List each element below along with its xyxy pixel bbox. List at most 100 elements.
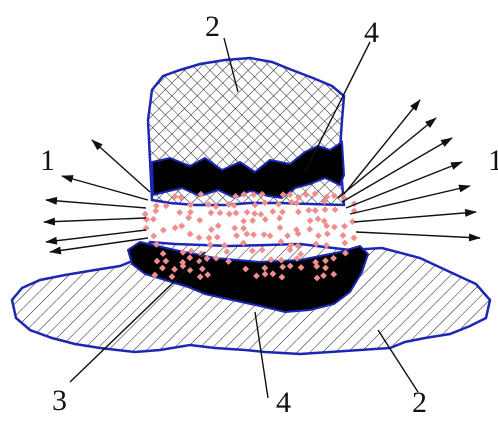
- particle: [177, 194, 185, 201]
- particle: [240, 225, 247, 232]
- particle: [251, 210, 259, 218]
- particle: [305, 206, 313, 214]
- particle: [323, 222, 330, 230]
- particle: [294, 208, 302, 216]
- particle: [221, 241, 228, 249]
- particle: [203, 255, 211, 262]
- particle: [288, 198, 296, 206]
- particle: [306, 217, 314, 224]
- particle: [261, 199, 269, 207]
- particle: [286, 262, 294, 270]
- particle: [277, 238, 285, 246]
- particle: [162, 257, 170, 265]
- particle-arrow: [345, 161, 463, 209]
- particle: [320, 272, 327, 279]
- particle: [216, 209, 224, 217]
- particle: [162, 202, 170, 210]
- particle-arrow: [43, 217, 147, 226]
- particle: [179, 248, 187, 256]
- particle: [311, 207, 319, 214]
- particle: [143, 216, 150, 223]
- particle: [257, 210, 265, 218]
- particle: [341, 239, 349, 247]
- label-top-body: 2: [205, 10, 220, 43]
- particle: [159, 226, 167, 234]
- particle: [258, 190, 266, 198]
- particle: [186, 230, 194, 238]
- particle: [152, 202, 160, 210]
- particle: [171, 265, 178, 273]
- particle: [178, 222, 186, 230]
- particle: [295, 193, 302, 201]
- particle: [248, 247, 256, 255]
- particle: [152, 207, 160, 215]
- particle-arrow: [337, 117, 437, 199]
- label-particle-zone: 3: [52, 384, 67, 417]
- particle: [322, 264, 329, 272]
- particle: [230, 202, 238, 209]
- particle: [197, 190, 205, 198]
- particle: [232, 209, 240, 217]
- particle: [233, 232, 240, 240]
- particle: [204, 201, 212, 208]
- wear-particle-cloud: [141, 190, 358, 282]
- particle: [207, 226, 215, 233]
- particle: [260, 231, 268, 238]
- particle-arrow: [45, 196, 147, 209]
- leader-top-layer: [304, 41, 371, 173]
- particle: [240, 190, 248, 198]
- particle: [176, 209, 184, 216]
- particle: [330, 270, 338, 278]
- particle: [286, 246, 294, 254]
- particle-arrow: [355, 231, 481, 242]
- particle: [171, 224, 179, 232]
- particle: [213, 233, 221, 241]
- particle: [315, 232, 322, 240]
- particle: [294, 242, 302, 250]
- particle: [150, 232, 158, 240]
- particle: [279, 191, 287, 199]
- particle: [185, 214, 193, 222]
- ejected-particle-arrows: [43, 99, 481, 255]
- particle: [349, 218, 356, 226]
- particle: [275, 200, 282, 208]
- particle: [249, 217, 257, 225]
- particle: [151, 271, 159, 279]
- particle: [267, 256, 275, 264]
- particle: [279, 263, 287, 271]
- particle: [250, 231, 257, 239]
- leader-bottom-body: [377, 329, 419, 393]
- particle: [250, 191, 258, 199]
- particle: [159, 264, 166, 272]
- particle: [212, 254, 220, 262]
- particle: [207, 209, 215, 217]
- particle: [251, 201, 259, 209]
- leader-particle-zone: [69, 251, 206, 383]
- label-bottom-layer: 4: [276, 386, 291, 419]
- particle-arrow: [349, 184, 471, 215]
- particle: [269, 208, 277, 215]
- particle: [323, 241, 330, 249]
- particle: [350, 234, 358, 242]
- particle: [330, 254, 337, 262]
- particle: [312, 240, 320, 248]
- particle: [205, 234, 213, 242]
- particle: [159, 250, 167, 258]
- particle: [223, 248, 231, 256]
- particle: [232, 192, 239, 200]
- particle: [330, 192, 338, 200]
- particle-arrow: [61, 175, 149, 201]
- particle: [342, 249, 349, 257]
- particle: [306, 225, 314, 233]
- leader-top-body: [223, 37, 239, 93]
- label-top-layer: 4: [364, 16, 379, 49]
- particle: [187, 201, 194, 209]
- particle: [212, 203, 220, 210]
- particle: [258, 246, 266, 254]
- top-transfer-layer: [150, 140, 346, 200]
- particle: [311, 190, 319, 198]
- particle: [276, 224, 284, 232]
- particle: [195, 234, 203, 241]
- particle: [261, 264, 269, 272]
- particle-arrow: [91, 139, 151, 193]
